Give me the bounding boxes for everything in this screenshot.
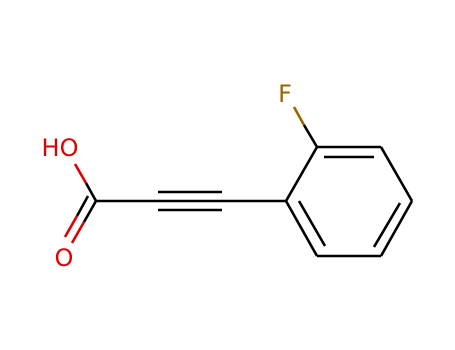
c-o-bond-oxygen-half: [70, 221, 86, 244]
triple-bond: [158, 190, 222, 212]
c-o-bond-carbon-half: [82, 200, 98, 223]
c-f-bond-fluorine-half: [292, 106, 306, 126]
c-oh-bond-oxygen-half: [73, 163, 88, 184]
ring-bond-inner: [372, 202, 402, 248]
hydroxyl-label: HO: [42, 134, 79, 162]
carbonyl-oxygen-label: O: [55, 244, 74, 272]
benzene-ring: [284, 145, 414, 258]
c-f-bond: [292, 106, 319, 148]
c-f-bond-carbon-half: [302, 124, 319, 148]
c-o-bond-carbon-half-2: [75, 195, 90, 217]
c-o-double-bond: [63, 195, 98, 244]
c-oh-bond: [73, 163, 98, 202]
c-o-bond-oxygen-half-2: [63, 215, 79, 238]
fluorine-label: F: [278, 80, 292, 108]
ring-bond: [284, 146, 319, 202]
ring-bond: [379, 200, 414, 257]
ring-bond: [379, 146, 414, 202]
ring-bond: [284, 200, 319, 257]
ring-bond-inner: [297, 200, 327, 247]
c-oh-bond-carbon-half: [84, 182, 98, 202]
